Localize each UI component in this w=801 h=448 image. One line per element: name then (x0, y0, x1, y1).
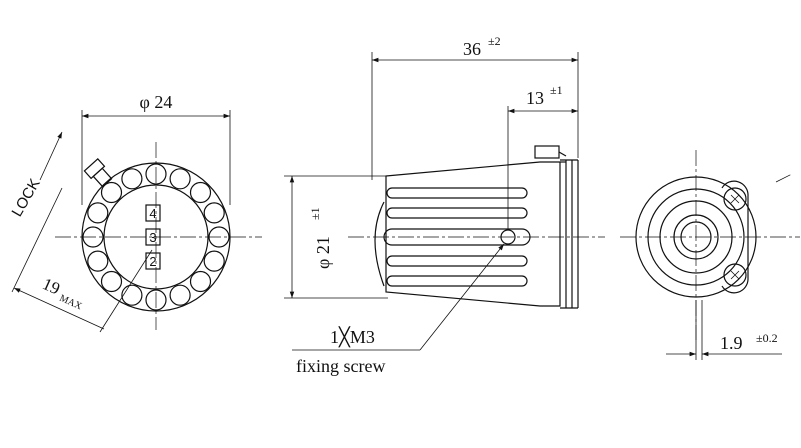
length-36-label: 36 (463, 39, 481, 59)
grip-ribs (383, 187, 531, 287)
thickness-tol: ±0.2 (756, 331, 778, 345)
fixing-screw-leader (419, 243, 505, 351)
scallop (121, 284, 143, 306)
scallop (87, 250, 109, 272)
rear-ring-2 (647, 188, 745, 286)
lock-arrow (39, 131, 63, 181)
grip-rib (386, 207, 528, 219)
rear-view: 1.9 ±0.2 (620, 150, 800, 360)
scallop (189, 181, 212, 204)
scallop (82, 226, 104, 248)
mounting-screw-top (723, 187, 747, 211)
counter-window: 4 3 2 (145, 204, 161, 270)
rear-outer-ring (635, 176, 757, 298)
offset-13-label: 13 (526, 88, 544, 108)
side-lock-screw (534, 145, 560, 159)
side-view: 36 ±2 13 ±1 φ 21 ±1 1╳M3 fixing screw (284, 34, 605, 376)
scallop (169, 168, 191, 190)
shaft-outer (673, 214, 719, 260)
lock-label: LOCK (9, 176, 44, 220)
scallop (100, 181, 123, 204)
inner-face (103, 184, 209, 290)
grip-rib (383, 228, 531, 246)
scallop (208, 226, 230, 248)
scallop (203, 202, 225, 224)
grip-rib (386, 187, 528, 199)
front-view: 4 3 2 φ 24 LOCK 19 MAX (9, 92, 262, 333)
rear-ring-3 (659, 200, 733, 274)
radius-dimension-line (13, 287, 105, 330)
diameter-24-label: φ 24 (140, 92, 173, 112)
front-dome (374, 201, 385, 287)
scallop (145, 163, 167, 185)
counter-digit-2: 2 (149, 254, 156, 269)
scallop (145, 289, 167, 311)
radius-19-label: 19 (40, 274, 63, 298)
mounting-plate (721, 180, 749, 294)
digit-box-2 (145, 252, 161, 270)
lock-screw (83, 158, 113, 188)
scallop (203, 250, 225, 272)
counter-digit-3: 3 (149, 230, 156, 245)
grip-rib (386, 255, 528, 267)
digit-box-4 (145, 204, 161, 222)
outer-ring (81, 162, 231, 312)
length-36-tol: ±2 (488, 34, 501, 48)
digit-box-3 (145, 228, 161, 246)
grip-rib (386, 275, 528, 287)
diameter-21-tol: ±1 (308, 207, 322, 220)
scallop (169, 284, 191, 306)
scallop (87, 202, 109, 224)
scallop-ring (82, 163, 230, 311)
counter-digit-4: 4 (149, 206, 156, 221)
offset-13-tol: ±1 (550, 83, 563, 97)
diameter-21-label: φ 21 (313, 236, 333, 269)
thickness-label: 1.9 (720, 333, 743, 353)
scallop (121, 168, 143, 190)
leader-line (99, 249, 153, 333)
scallop (100, 270, 123, 293)
radius-ext-line (11, 187, 63, 293)
screw-caption: fixing screw (296, 356, 385, 376)
scallop (189, 270, 212, 293)
shaft-bore (680, 221, 712, 253)
knob-body (385, 161, 561, 307)
mounting-screw-bottom (723, 263, 747, 287)
screw-spec-label: 1╳M3 (330, 326, 375, 348)
